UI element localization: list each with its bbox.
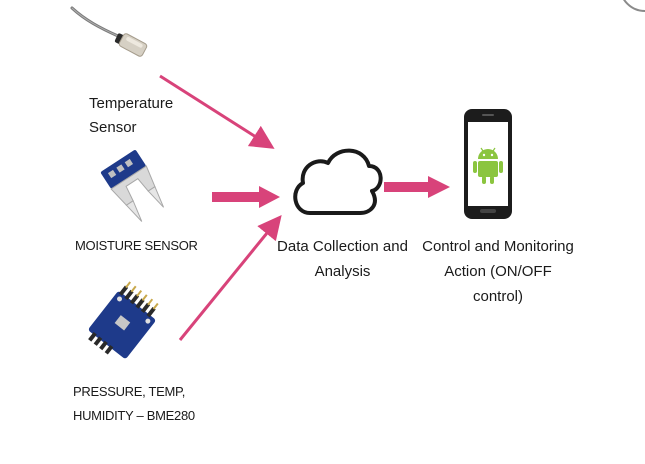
android-icon	[473, 147, 503, 184]
temperature-sensor-label: Temperature Sensor	[89, 92, 173, 140]
arrow-moisture-to-cloud	[212, 186, 280, 208]
temperature-sensor-label-line2: Sensor	[89, 119, 137, 136]
data-collection-label: Data Collection and Analysis	[277, 238, 408, 280]
corner-circle-icon	[623, 0, 645, 12]
bme280-label-line1: PRESSURE, TEMP,	[73, 384, 186, 399]
soil-moisture-sensor-icon	[100, 150, 165, 222]
moisture-sensor-label: MOISTURE SENSOR	[75, 238, 198, 253]
bme280-label-line2: HUMIDITY – BME280	[73, 408, 195, 423]
smartphone-android-icon	[464, 109, 512, 219]
bme280-board-icon	[88, 281, 159, 359]
control-monitoring-label: Control and Monitoring Action (ON/OFF co…	[422, 238, 574, 305]
arrow-cloud-to-phone	[384, 176, 450, 198]
temperature-probe-icon	[70, 6, 148, 57]
arrow-bme280-to-cloud	[178, 215, 282, 341]
bme280-label: PRESSURE, TEMP, HUMIDITY – BME280	[73, 380, 195, 428]
temperature-sensor-label-line1: Temperature	[89, 95, 174, 112]
cloud-icon	[293, 148, 383, 215]
arrow-temperature-to-cloud	[159, 74, 275, 149]
